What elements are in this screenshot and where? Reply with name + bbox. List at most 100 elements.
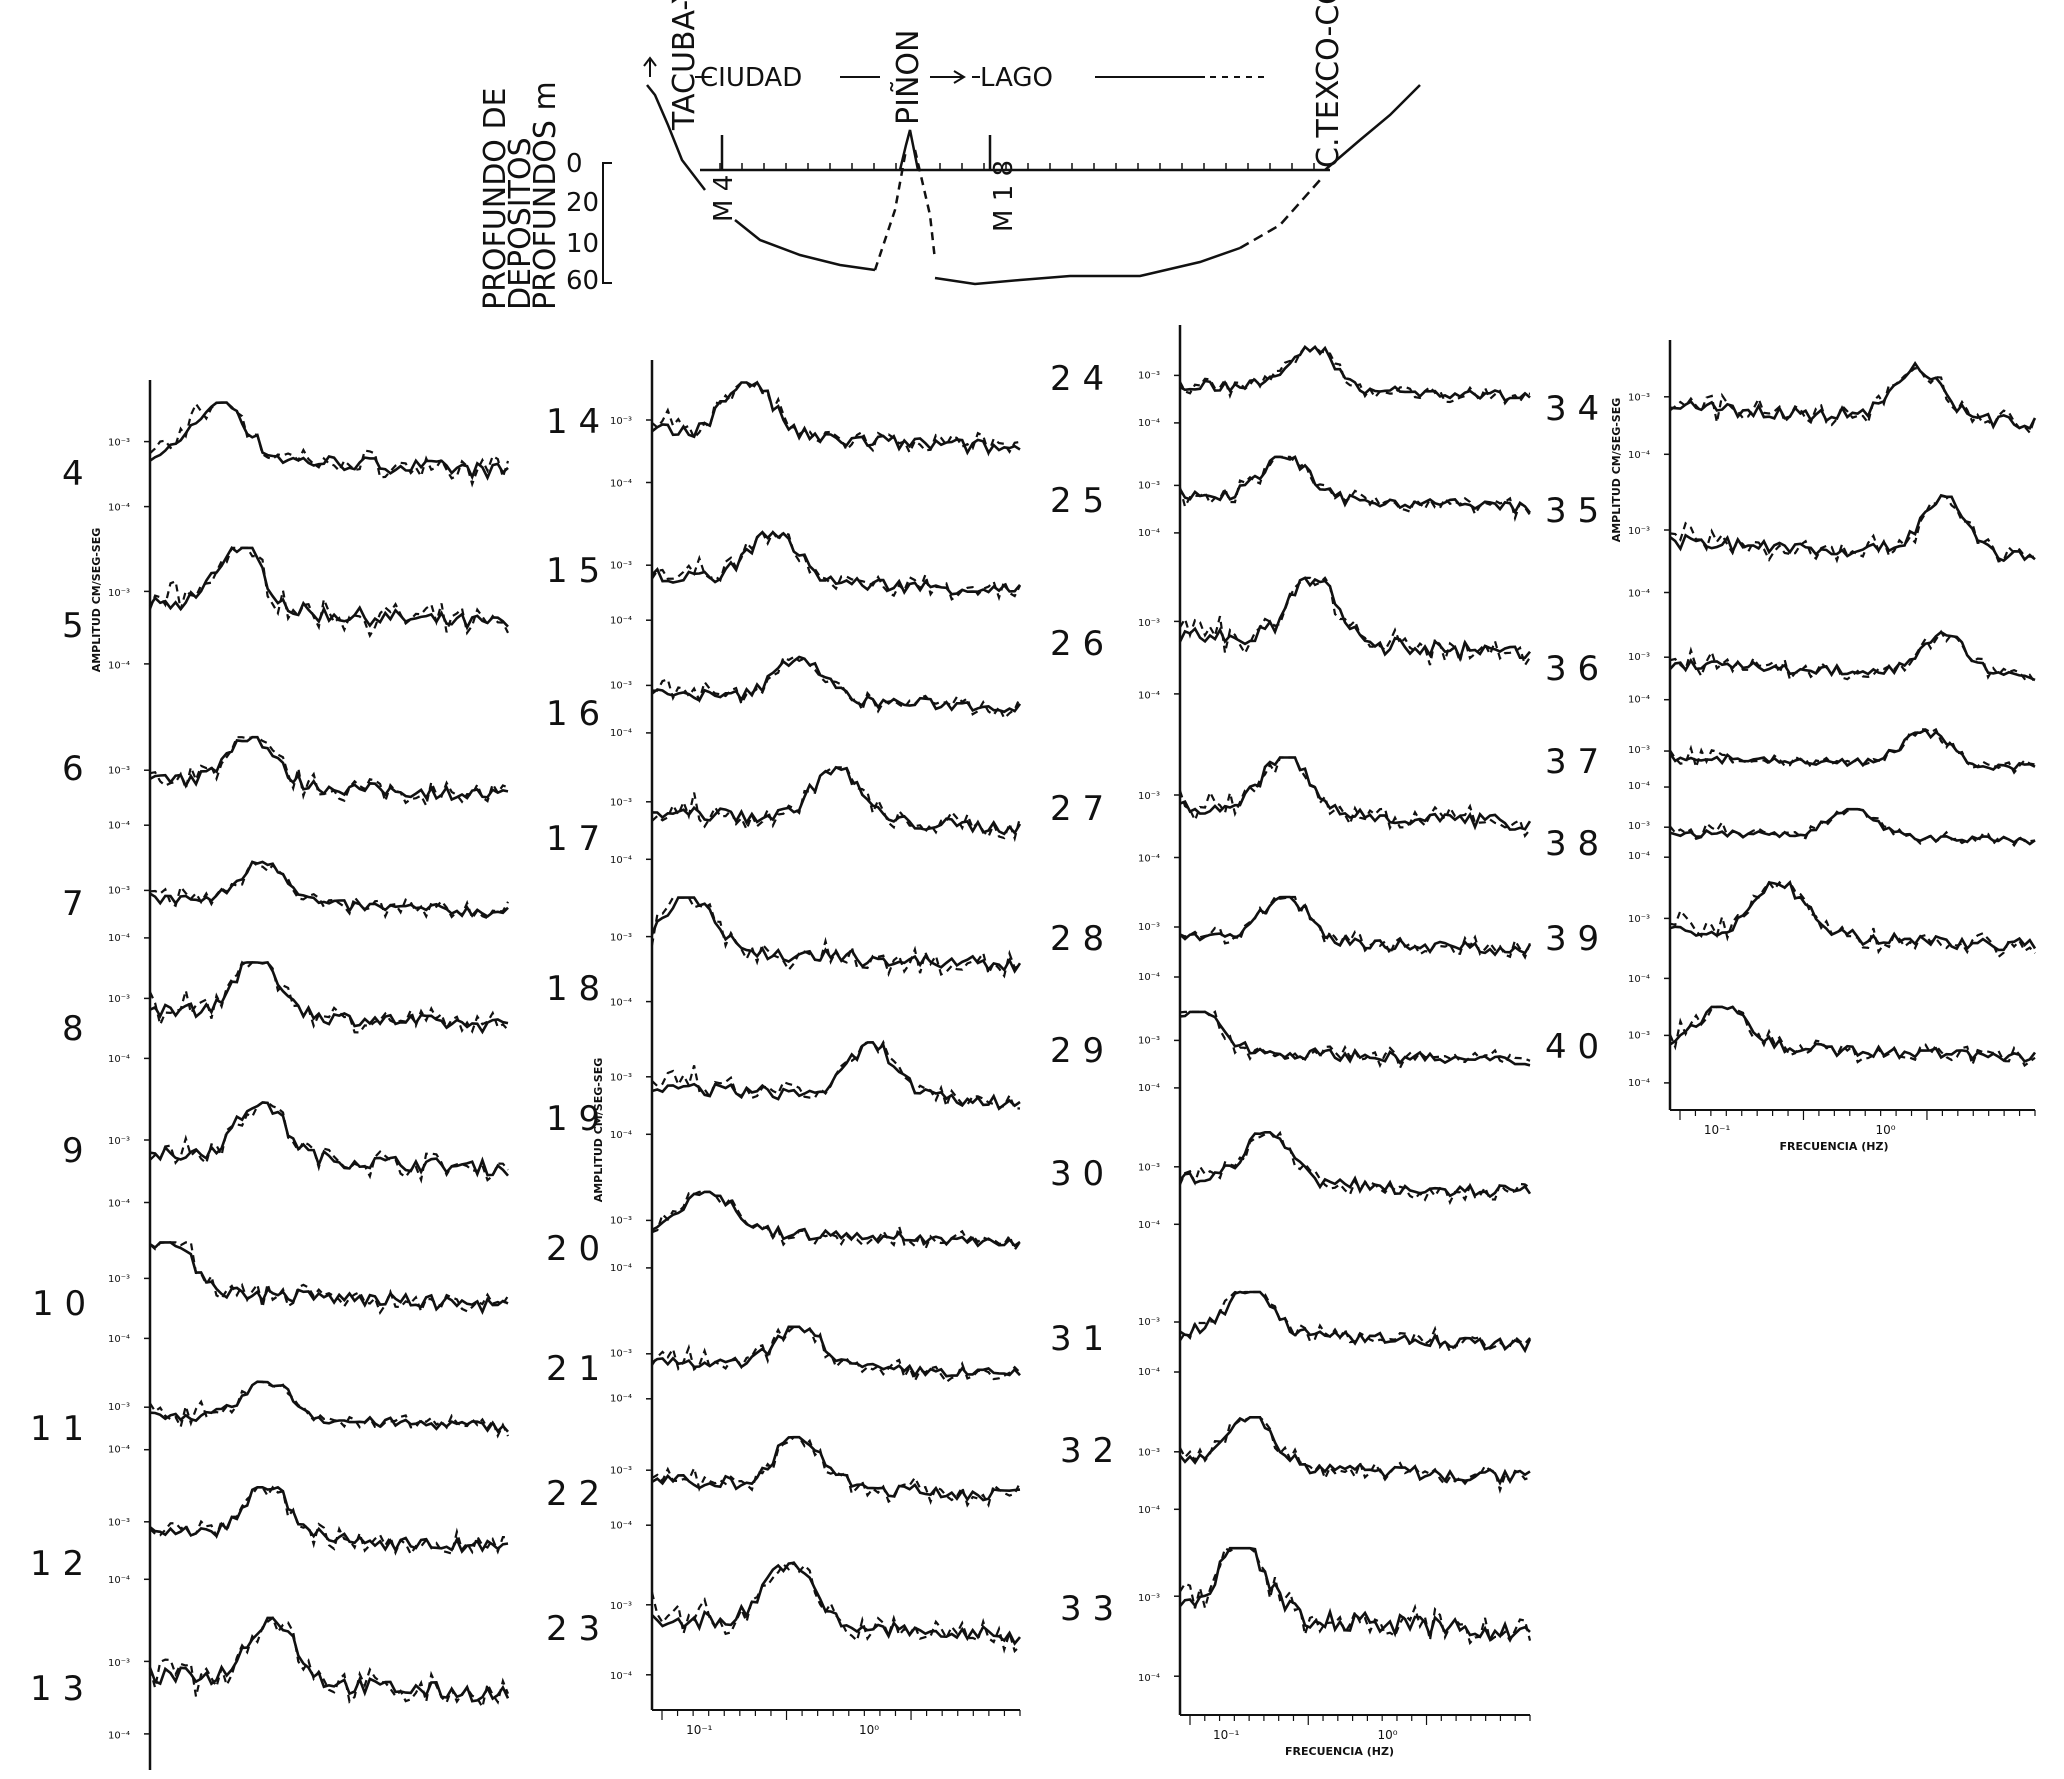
ytick-high: 10⁻³	[1628, 1030, 1650, 1041]
station-label-27: 2 7	[1050, 789, 1104, 829]
ytick-low: 10⁻⁴	[610, 1671, 632, 1682]
ytick-low: 10⁻⁴	[1628, 781, 1650, 792]
ytick-low: 10⁻⁴	[610, 1394, 632, 1405]
series-dashed-16	[651, 655, 1022, 721]
station-label-23: 2 3	[546, 1609, 600, 1649]
ytick-high: 10⁻³	[610, 561, 632, 572]
series-dashed-23	[650, 1560, 1021, 1654]
ytick-low: 10⁻⁴	[108, 1334, 130, 1345]
series-dashed-20	[651, 1190, 1021, 1253]
ytick-low: 10⁻⁴	[1138, 1083, 1160, 1094]
series-solid-18	[650, 896, 1022, 974]
xtick-label: 10⁰	[1875, 1123, 1895, 1137]
station-label-26: 2 6	[1050, 624, 1104, 664]
station-label-33: 3 3	[1060, 1589, 1114, 1629]
series-solid-9	[149, 1101, 509, 1178]
ytick-low: 10⁻⁴	[108, 933, 130, 944]
ytick-high: 10⁻³	[1138, 922, 1160, 933]
ytick-low: 10⁻⁴	[108, 1444, 130, 1455]
ytick-high: 10⁻³	[1138, 1593, 1160, 1604]
series-dashed-27	[1178, 756, 1531, 839]
cross-section: PROFUNDO DE DEPOSITOS PROFUNDOS m 0 20 1…	[478, 0, 1421, 310]
series-solid-4	[149, 401, 509, 481]
ytick-low: 10⁻⁴	[108, 1198, 130, 1209]
ytick-high: 10⁻³	[610, 1072, 632, 1083]
texcoco-slope	[1324, 84, 1421, 171]
ytick-low: 10⁻⁴	[1138, 1505, 1160, 1516]
xtick-label: 10⁰	[1378, 1728, 1398, 1742]
ytick-low: 10⁻⁴	[610, 855, 632, 866]
ytick-high: 10⁻³	[610, 1215, 632, 1226]
station-label-17: 1 7	[546, 819, 600, 859]
series-dashed-22	[651, 1436, 1021, 1508]
series-dashed-7	[149, 860, 509, 921]
series-solid-12	[149, 1485, 509, 1554]
ytick-high: 10⁻³	[108, 1658, 130, 1669]
series-dashed-34	[1669, 366, 2037, 435]
series-solid-28	[1179, 895, 1532, 957]
series-dashed-21	[651, 1325, 1021, 1384]
panel-station-13: 1 310⁻³10⁻⁴	[30, 1616, 510, 1741]
series-dashed-14	[651, 380, 1021, 457]
deposit-bottom-left	[734, 219, 876, 272]
station-label-12: 1 2	[30, 1544, 84, 1584]
ytick-high: 10⁻³	[108, 1402, 130, 1413]
panel-station-35: 3 510⁻³10⁻⁴	[1545, 491, 2036, 599]
series-solid-16	[651, 655, 1022, 714]
ytick-high: 10⁻³	[610, 797, 632, 808]
station-label-22: 2 2	[546, 1474, 600, 1514]
series-dashed-18	[650, 896, 1021, 979]
series-dashed-13	[148, 1616, 510, 1711]
ytick-low: 10⁻⁴	[108, 821, 130, 832]
ytick-low: 10⁻⁴	[1138, 972, 1160, 983]
station-label-8: 8	[62, 1009, 84, 1049]
series-solid-33	[1179, 1546, 1531, 1643]
series-solid-25	[1178, 455, 1532, 515]
ytick-low: 10⁻⁴	[610, 616, 632, 627]
panel-station-26: 2 610⁻³10⁻⁴	[1050, 576, 1532, 701]
series-solid-32	[1178, 1416, 1531, 1486]
series-dashed-39	[1669, 880, 2036, 959]
series-dashed-37	[1669, 727, 2036, 775]
series-dashed-15	[651, 529, 1021, 602]
series-solid-10	[149, 1241, 509, 1315]
depth-tick-10: 10	[566, 229, 599, 259]
panel-station-20: 2 010⁻³10⁻⁴	[546, 1190, 1021, 1274]
x-axis-label: FRECUENCIA (HZ)	[1780, 1140, 1889, 1153]
ytick-low: 10⁻⁴	[1628, 974, 1650, 985]
well-m4-label: M 4	[709, 175, 739, 222]
ytick-low: 10⁻⁴	[108, 1054, 130, 1065]
station-label-6: 6	[62, 749, 84, 789]
station-label-39: 3 9	[1545, 919, 1599, 959]
ytick-low: 10⁻⁴	[1628, 588, 1650, 599]
amplitude-label-col-1: AMPLITUD CM/SEG-SEG	[90, 528, 103, 673]
series-dashed-26	[1179, 576, 1531, 668]
station-label-5: 5	[62, 606, 84, 646]
ytick-high: 10⁻³	[108, 994, 130, 1005]
series-solid-37	[1668, 728, 2036, 772]
section-labels: TACUBA-YA CIUDAD PIÑON LAGO C.TEXCO-CO M…	[667, 0, 1346, 232]
section-ylabel-line-2: DEPOSITOS	[503, 137, 538, 310]
series-solid-7	[149, 860, 509, 918]
series-solid-29	[1179, 1010, 1531, 1067]
ytick-low: 10⁻⁴	[610, 998, 632, 1009]
ytick-high: 10⁻³	[1628, 745, 1650, 756]
series-dashed-11	[149, 1380, 510, 1439]
deposit-dashed-texcoco	[1239, 179, 1321, 250]
station-label-25: 2 5	[1050, 481, 1104, 521]
station-label-19: 1 9	[546, 1099, 600, 1139]
series-solid-11	[149, 1380, 509, 1434]
series-dashed-31	[1179, 1290, 1531, 1354]
ytick-low: 10⁻⁴	[108, 660, 130, 671]
panel-station-19: 1 910⁻³10⁻⁴	[546, 1039, 1021, 1141]
panel-station-22: 2 210⁻³10⁻⁴	[546, 1435, 1021, 1532]
